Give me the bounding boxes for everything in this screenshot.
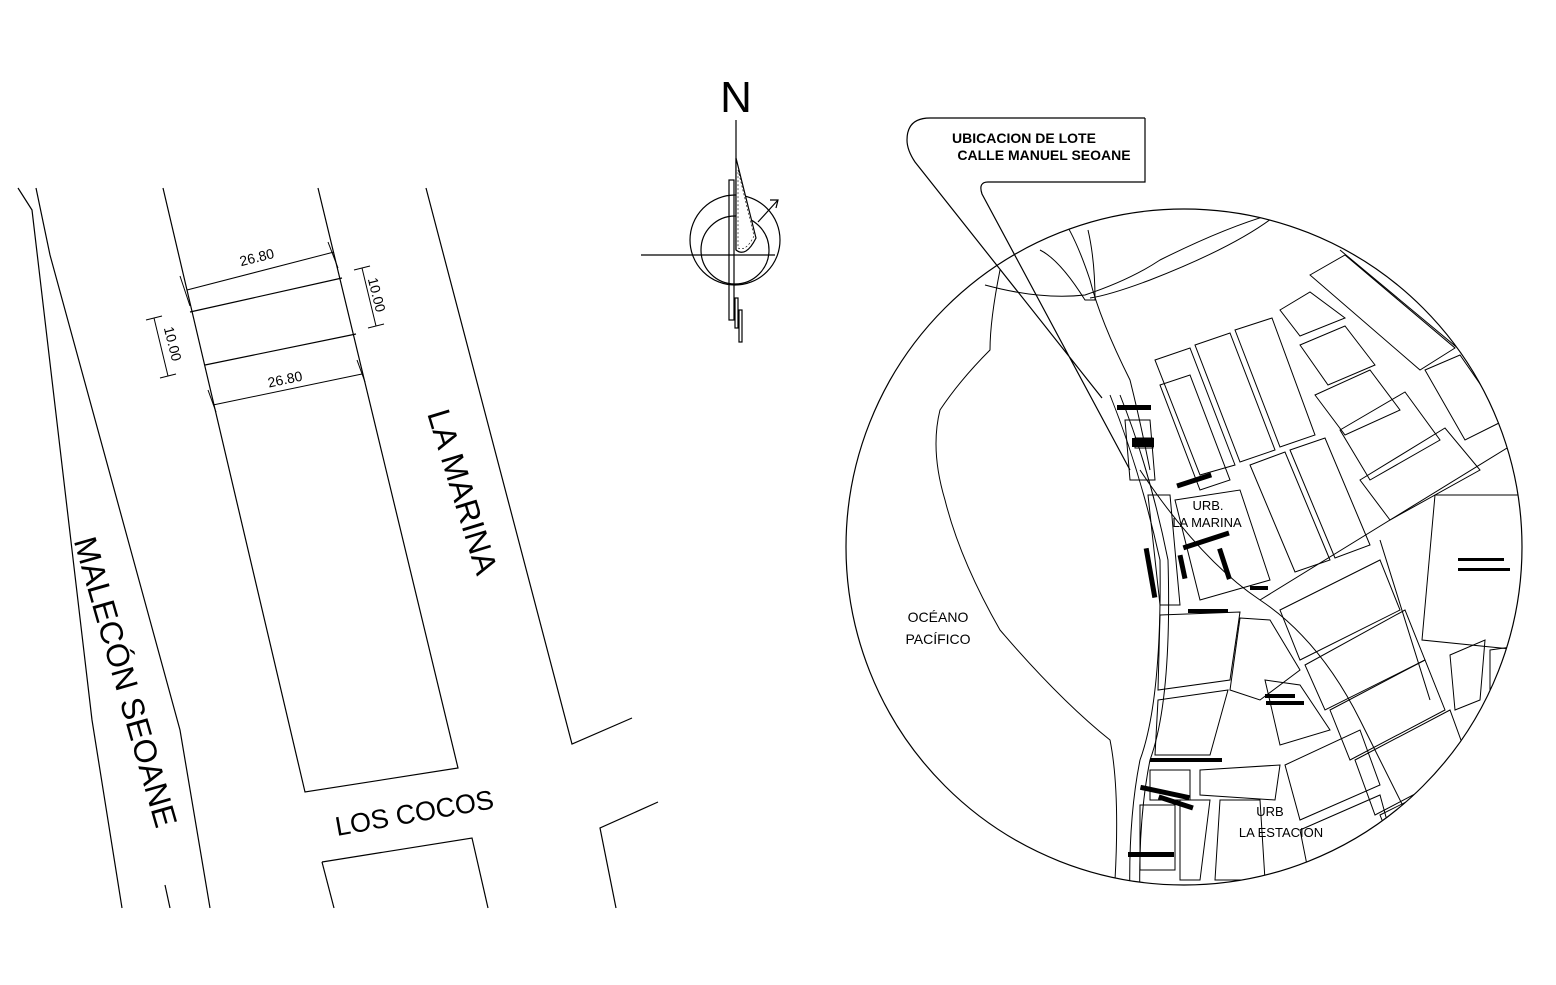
urb-estacion-label-line-2: LA ESTACION <box>1239 825 1323 840</box>
street-label-los-cocos: LOS COCOS <box>333 784 496 841</box>
north-needle <box>735 157 757 253</box>
callout-line-2: CALLE MANUEL SEOANE <box>957 147 1130 163</box>
dimension-top-label: 26.80 <box>238 245 276 269</box>
la-marina-east-curb <box>425 187 633 745</box>
ocean-label-line-1: OCÉANO <box>908 609 969 625</box>
urb-estacion-label-line-1: URB <box>1256 804 1283 819</box>
lot-line-top <box>189 277 343 313</box>
street-label-la-marina: LA MARINA <box>420 405 505 579</box>
street-name-bars <box>1117 405 1510 857</box>
site-plan: 26.80 26.80 10.00 10.00 MALECÓN SEOANE L… <box>17 187 659 909</box>
location-map: UBICACION DE LOTE CALLE MANUEL SEOANE <box>845 117 1523 886</box>
river-line <box>1059 214 1151 471</box>
urb-marina-label-line-1: URB. <box>1192 498 1223 513</box>
block-south <box>321 861 335 909</box>
urb-marina-label-line-2: LA MARINA <box>1172 515 1242 530</box>
block-south-edge <box>321 837 489 909</box>
north-label: N <box>720 73 752 122</box>
dimension-right: 10.00 <box>353 265 389 329</box>
callout-box <box>906 117 1146 471</box>
malecon-edge-inner <box>35 187 211 909</box>
dimension-left-label: 10.00 <box>161 325 185 363</box>
block-west-edge <box>162 187 459 793</box>
callout-line-1: UBICACION DE LOTE <box>952 130 1096 146</box>
lot-marker <box>1134 437 1154 449</box>
malecon-curb-stub <box>164 884 171 909</box>
location-circle <box>845 208 1523 886</box>
ocean-label-line-2: PACÍFICO <box>905 631 970 647</box>
malecon-edge-outer <box>17 187 123 909</box>
coast-line <box>935 269 1118 881</box>
lot-line-bottom <box>204 333 357 366</box>
dimension-bottom-label: 26.80 <box>266 368 304 391</box>
block-southeast <box>599 801 659 909</box>
main-avenue <box>1109 394 1161 885</box>
dimension-bottom: 26.80 <box>207 359 366 413</box>
north-arrow: N <box>641 73 781 343</box>
dimension-left: 10.00 <box>145 315 185 379</box>
